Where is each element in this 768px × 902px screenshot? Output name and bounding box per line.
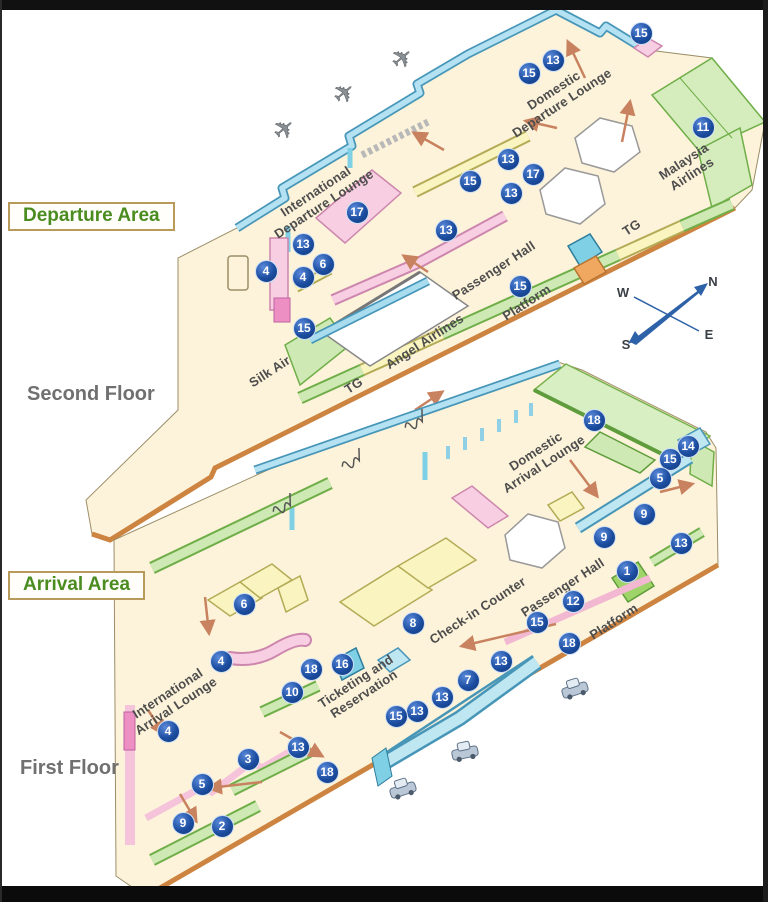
- facility-marker-arrival-10: 10: [280, 680, 304, 704]
- squiggle-icon: [272, 492, 292, 514]
- facility-marker-arrival-15: 15: [384, 704, 408, 728]
- car-icon: [389, 777, 417, 800]
- facility-marker-departure-11: 11: [691, 115, 715, 139]
- compass-north-label: N: [708, 274, 717, 289]
- squiggle-icon: [341, 447, 361, 469]
- departure-floor-shape: [85, 5, 767, 543]
- facility-marker-arrival-13: 13: [430, 685, 454, 709]
- compass-icon: N W E S: [617, 274, 718, 352]
- facility-marker-arrival-8: 8: [401, 611, 425, 635]
- road-squiggle-icons: [272, 408, 424, 514]
- facility-marker-departure-4: 4: [291, 265, 315, 289]
- compass-west-label: W: [617, 285, 630, 300]
- facility-marker-arrival-18: 18: [582, 408, 606, 432]
- facility-marker-arrival-5: 5: [648, 466, 672, 490]
- airplane-icon: ✈: [267, 111, 303, 148]
- facility-marker-arrival-13: 13: [405, 699, 429, 723]
- facility-marker-departure-17: 17: [345, 200, 369, 224]
- facility-marker-arrival-9: 9: [171, 811, 195, 835]
- facility-marker-arrival-18: 18: [299, 657, 323, 681]
- facility-marker-departure-13: 13: [434, 218, 458, 242]
- facility-marker-departure-15: 15: [292, 316, 316, 340]
- facility-marker-arrival-6: 6: [232, 592, 256, 616]
- facility-marker-departure-15: 15: [517, 61, 541, 85]
- squiggle-icon: [404, 408, 424, 430]
- facility-marker-arrival-14: 14: [676, 434, 700, 458]
- car-icons: [389, 677, 589, 800]
- compass-east-label: E: [705, 327, 714, 342]
- facility-marker-arrival-15: 15: [525, 610, 549, 634]
- facility-marker-departure-15: 15: [458, 169, 482, 193]
- facility-marker-arrival-4: 4: [209, 649, 233, 673]
- facility-marker-arrival-13: 13: [286, 735, 310, 759]
- facility-marker-arrival-18: 18: [315, 760, 339, 784]
- facility-marker-arrival-2: 2: [210, 814, 234, 838]
- second-floor-label: Second Floor: [27, 383, 155, 405]
- facility-marker-departure-13: 13: [496, 147, 520, 171]
- facility-marker-arrival-1: 1: [615, 559, 639, 583]
- airplane-icon: ✈: [327, 75, 363, 112]
- car-icon: [451, 740, 479, 762]
- facility-marker-arrival-13: 13: [489, 649, 513, 673]
- facility-marker-departure-4: 4: [254, 259, 278, 283]
- compass-south-label: S: [622, 337, 631, 352]
- first-floor-label: First Floor: [20, 757, 119, 779]
- arrival-area-title: Arrival Area: [8, 571, 146, 600]
- facility-marker-arrival-15: 15: [658, 447, 682, 471]
- frame-left-edge: [0, 0, 2, 902]
- facility-marker-departure-15: 15: [508, 274, 532, 298]
- facility-marker-departure-13: 13: [499, 181, 523, 205]
- facility-marker-arrival-12: 12: [561, 589, 585, 613]
- departure-area-title: Departure Area: [8, 202, 175, 231]
- frame-right-edge: [763, 0, 768, 902]
- letterbox-top-bar: [0, 0, 768, 10]
- facility-marker-departure-6: 6: [311, 252, 335, 276]
- facility-marker-arrival-7: 7: [456, 668, 480, 692]
- facility-marker-arrival-5: 5: [190, 772, 214, 796]
- facility-marker-arrival-3: 3: [236, 747, 260, 771]
- facility-marker-departure-17: 17: [521, 162, 545, 186]
- facility-marker-arrival-9: 9: [592, 525, 616, 549]
- car-icon: [561, 677, 589, 700]
- airplane-icon: ✈: [385, 40, 421, 77]
- facility-marker-departure-13: 13: [291, 232, 315, 256]
- facility-marker-arrival-13: 13: [669, 531, 693, 555]
- facility-marker-departure-13: 13: [541, 48, 565, 72]
- facility-marker-departure-15: 15: [629, 21, 653, 45]
- letterbox-bottom-bar: [0, 886, 768, 902]
- facility-marker-arrival-18: 18: [557, 631, 581, 655]
- facility-marker-arrival-4: 4: [156, 719, 180, 743]
- facility-marker-arrival-9: 9: [632, 502, 656, 526]
- facility-marker-arrival-16: 16: [330, 652, 354, 676]
